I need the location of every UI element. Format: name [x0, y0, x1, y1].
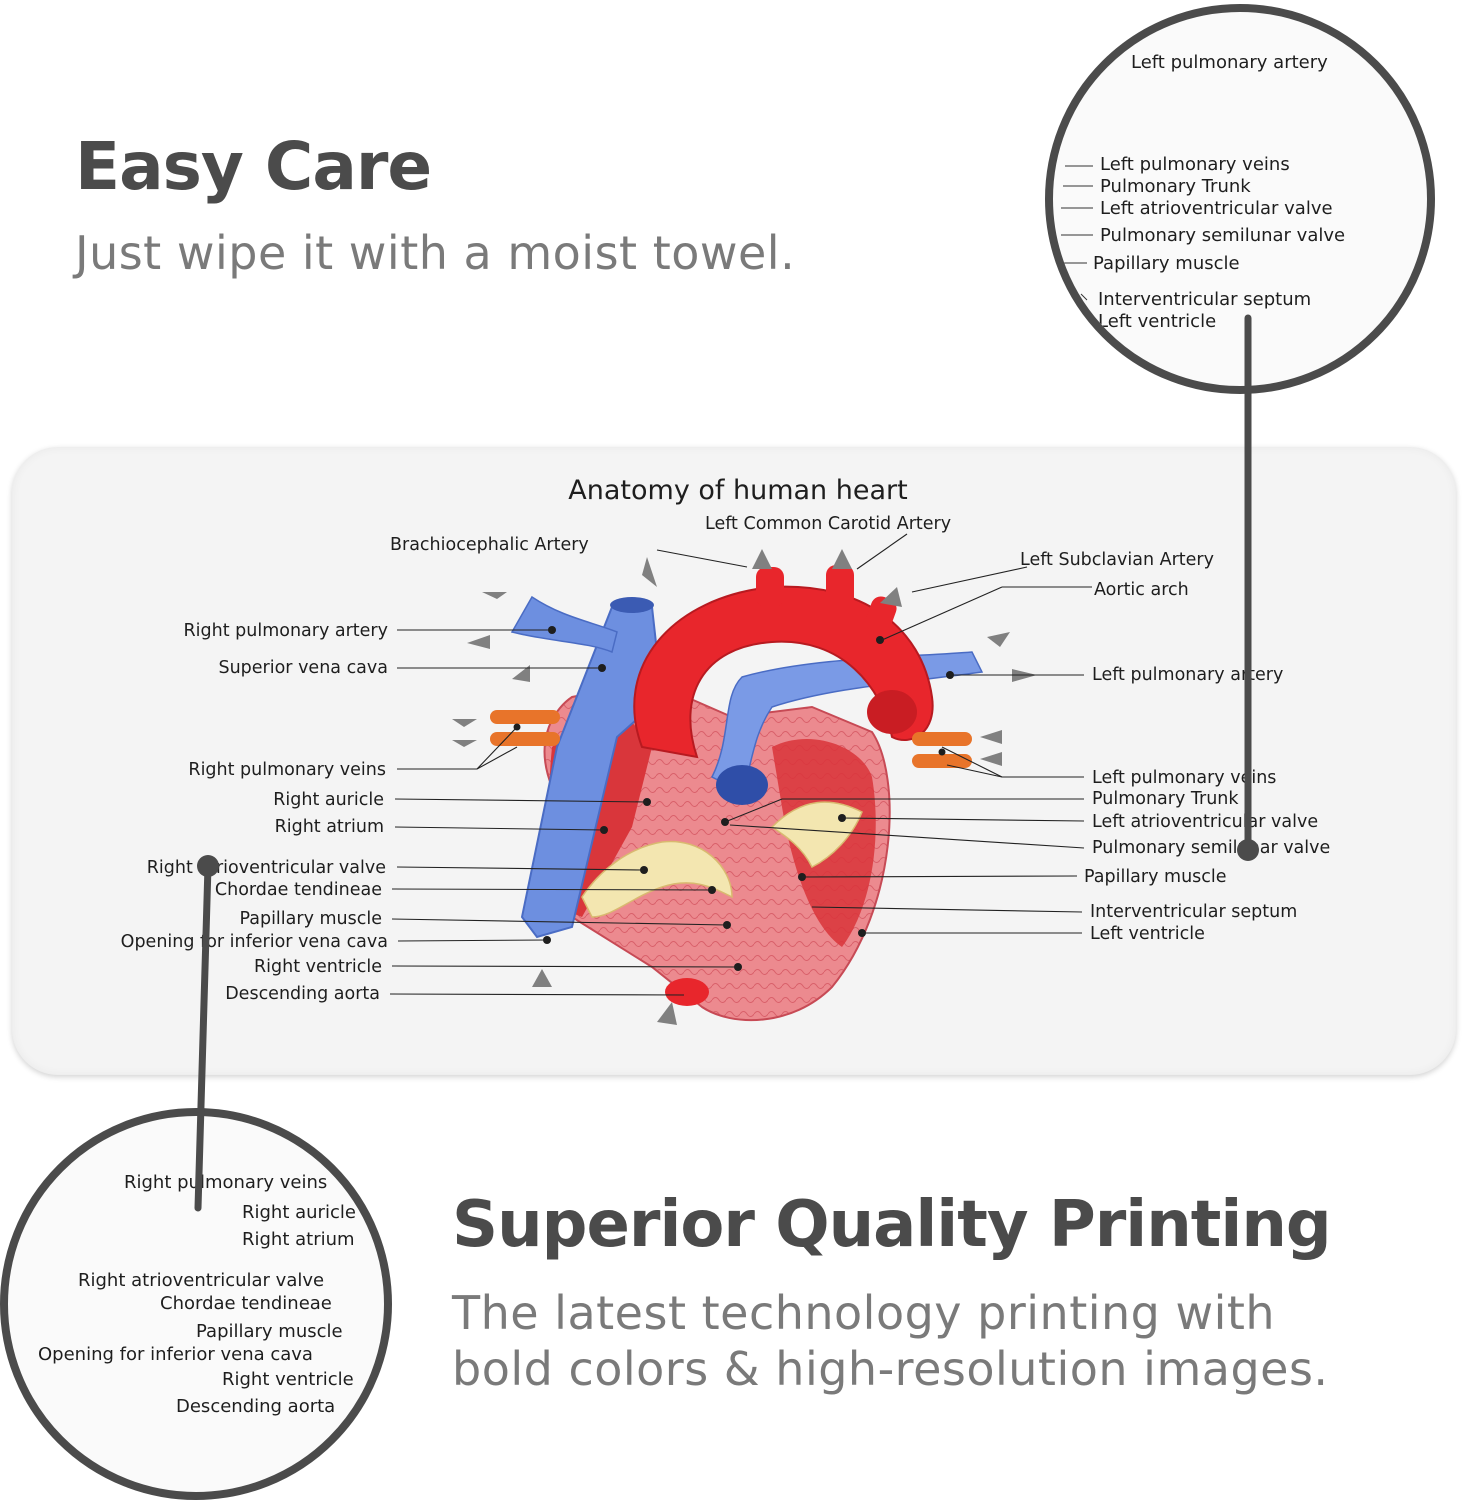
quality-subtitle: The latest technology printing with bold… — [452, 1285, 1329, 1397]
left-label-2: Right pulmonary veins — [188, 760, 386, 780]
label-left-common-carotid-artery: Left Common Carotid Artery — [705, 514, 951, 534]
right-label-6: Interventricular septum — [1090, 902, 1297, 922]
subclavian-branch — [865, 596, 897, 634]
quality-subtitle-line2: bold colors & high-resolution images. — [452, 1342, 1329, 1396]
right-label-7: Left ventricle — [1090, 924, 1205, 944]
aortic-arch — [633, 585, 934, 759]
zoom-lens-top-right: Left pulmonary artery Left pulmonary vei… — [1045, 4, 1435, 394]
vena-cava — [520, 606, 664, 939]
right-valve-chordae — [581, 840, 733, 918]
zoom-label-15: Right ventricle — [222, 1369, 354, 1390]
left-label-10: Descending aorta — [225, 984, 380, 1004]
label-left-subclavian-artery: Left Subclavian Artery — [1020, 550, 1214, 570]
right-leader-lines — [724, 674, 1085, 934]
zoom-label-0: Left pulmonary artery — [1131, 52, 1328, 73]
left-pulmonary-veins — [912, 732, 972, 768]
zoom-bottom-left-content: Right pulmonary veins Right auricle Righ… — [38, 1172, 356, 1417]
right-label-2: Pulmonary Trunk — [1092, 789, 1239, 809]
vena-cava-opening — [610, 597, 654, 613]
zoom-label-13: Papillary muscle — [196, 1321, 343, 1342]
left-labels: Right pulmonary artery Superior vena cav… — [121, 621, 388, 1004]
left-label-1: Superior vena cava — [218, 658, 388, 678]
zoom-label-14: Opening for inferior vena cava — [38, 1344, 313, 1365]
descending-aorta-knob — [867, 690, 917, 734]
easy-care-subtitle: Just wipe it with a moist towel. — [75, 226, 796, 280]
heart-diagram: Anatomy of human heart — [121, 475, 1330, 1025]
zoom-lens-bottom-left: Right pulmonary veins Right auricle Righ… — [0, 1108, 392, 1500]
right-label-0: Left pulmonary artery — [1092, 665, 1283, 685]
right-label-1: Left pulmonary veins — [1092, 768, 1276, 788]
label-aortic-arch: Aortic arch — [1094, 580, 1189, 600]
right-labels: Left pulmonary artery Left pulmonary vei… — [1084, 665, 1330, 944]
left-label-4: Right atrium — [275, 817, 384, 837]
left-label-3: Right auricle — [273, 790, 384, 810]
right-label-3: Left atrioventricular valve — [1092, 812, 1318, 832]
mouse-pad: Anatomy of human heart — [12, 447, 1456, 1075]
right-pulmonary-artery-branch — [510, 595, 618, 654]
easy-care-title: Easy Care — [75, 128, 432, 205]
label-brachiocephalic-artery: Brachiocephalic Artery — [390, 535, 589, 555]
diagram-title: Anatomy of human heart — [568, 475, 907, 506]
pulmonary-trunk — [710, 651, 984, 794]
right-label-4: Pulmonary semilunar valve — [1092, 838, 1330, 858]
descending-aorta-bottom — [665, 978, 709, 1006]
left-leader-lines — [389, 629, 739, 996]
heart-illustration — [452, 549, 1037, 1025]
carotid-branch — [826, 565, 854, 607]
zoom-label-4: Pulmonary semilunar valve — [1100, 225, 1345, 246]
zoom-top-right-content: Left pulmonary artery Left pulmonary vei… — [1061, 52, 1345, 332]
zoom-label-7: Left ventricle — [1098, 311, 1216, 332]
brachiocephalic-branch — [756, 567, 784, 607]
left-label-6: Chordae tendineae — [215, 880, 382, 900]
zoom-label-16: Descending aorta — [176, 1396, 335, 1417]
zoom-label-12: Chordae tendineae — [160, 1293, 332, 1314]
quality-subtitle-line1: The latest technology printing with — [452, 1286, 1276, 1340]
top-leader-lines — [656, 533, 1092, 641]
left-label-5: Right atrioventricular valve — [147, 858, 386, 878]
zoom-label-8: Right pulmonary veins — [124, 1172, 327, 1193]
right-label-5: Papillary muscle — [1084, 867, 1227, 887]
zoom-label-6: Interventricular septum — [1098, 289, 1311, 310]
quality-title: Superior Quality Printing — [452, 1188, 1332, 1262]
zoom-label-1: Left pulmonary veins — [1100, 154, 1290, 175]
pulmonary-trunk-opening — [716, 765, 768, 805]
left-label-7: Papillary muscle — [239, 909, 382, 929]
left-label-9: Right ventricle — [254, 957, 382, 977]
left-label-8: Opening for inferior vena cava — [121, 932, 388, 952]
zoom-label-5: Papillary muscle — [1093, 253, 1240, 274]
left-label-0: Right pulmonary artery — [184, 621, 389, 641]
zoom-label-11: Right atrioventricular valve — [78, 1270, 324, 1291]
zoom-label-10: Right atrium — [242, 1229, 355, 1250]
zoom-label-9: Right auricle — [242, 1202, 356, 1223]
right-pulmonary-veins — [490, 710, 560, 746]
zoom-label-2: Pulmonary Trunk — [1100, 176, 1251, 197]
zoom-label-3: Left atrioventricular valve — [1100, 198, 1333, 219]
